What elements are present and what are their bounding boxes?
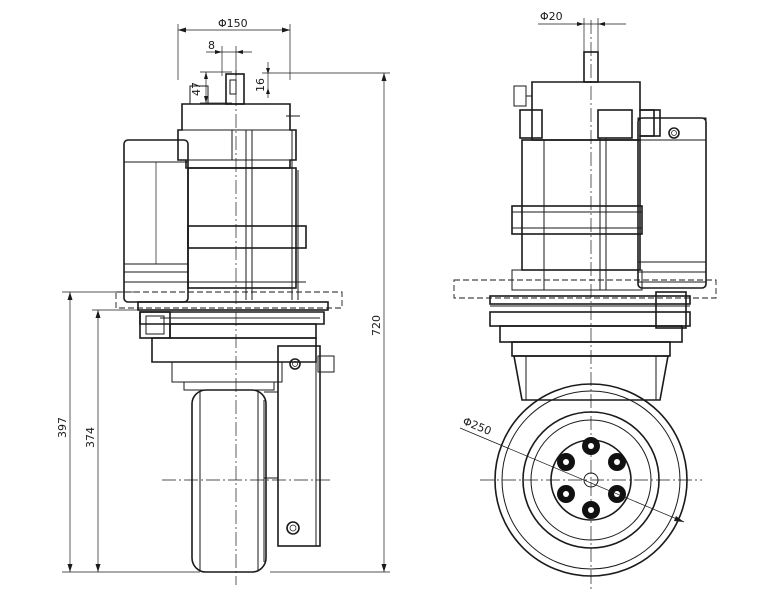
front-motor-housing [513,81,661,290]
side-motor-housing [177,85,300,169]
dim-shaft-20: Φ20 [538,10,626,54]
dim-height-374: 374 [84,309,140,572]
dim-width-label: Φ150 [218,17,248,30]
front-motor-body [511,139,643,291]
side-motor-body [187,130,307,300]
side-view: Φ150 8 47 16 [56,17,390,585]
dim-height-720: 720 [262,72,390,573]
front-brake-cylinder [637,117,707,289]
side-brake-cylinder [123,139,189,303]
dim-shaft-key-label: 16 [254,78,267,92]
side-bracket [264,345,335,547]
side-shaft [225,73,245,105]
front-flange-dashed [453,279,717,299]
dim-374-label: 374 [84,427,97,448]
front-gearbox [489,291,691,401]
dim-shaft-key-16: 16 [254,62,270,98]
dim-height-label: 720 [370,315,383,336]
side-flange-dashed [115,291,343,309]
side-wheel [191,389,267,573]
front-view: Φ20 [453,10,717,590]
dim-shaft-label: Φ20 [540,10,563,23]
dim-height-397: 397 [56,291,200,573]
dim-key-8: 8 [206,39,252,76]
dim-offset-label: 47 [190,82,203,96]
dim-397-label: 397 [56,417,69,438]
dim-key-label: 8 [208,39,215,52]
dim-width-150: Φ150 [177,17,291,80]
dim-wheel-label: Φ250 [461,415,493,438]
